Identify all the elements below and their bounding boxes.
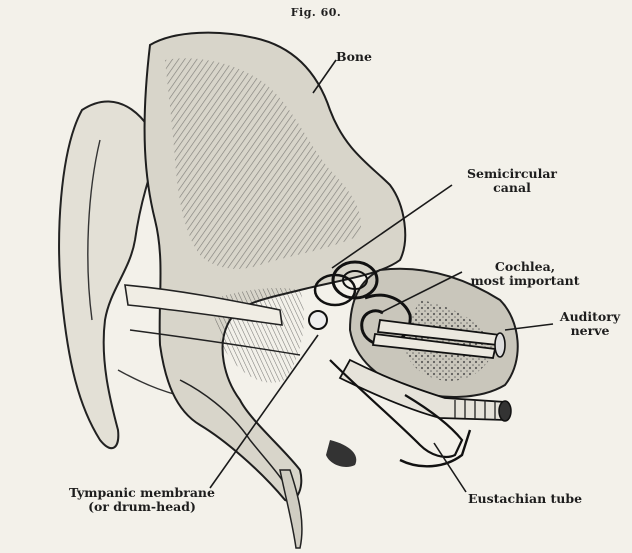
label-cochlea-line1: Cochlea,: [460, 260, 590, 274]
bone-leader-line: [313, 60, 336, 93]
label-auditory-line1: Auditory: [553, 310, 627, 324]
label-cochlea: Cochlea, most important: [460, 260, 590, 288]
label-tympanic-line2: (or drum-head): [22, 500, 262, 514]
temporal-bone-shape: [145, 33, 406, 501]
label-semicircular-line2: canal: [452, 181, 572, 195]
label-auditory-line2: nerve: [553, 324, 627, 338]
label-cochlea-line2: most important: [460, 274, 590, 288]
label-semicircular-canal: Semicircular canal: [452, 167, 572, 195]
label-auditory-nerve: Auditory nerve: [553, 310, 627, 338]
label-semicircular-line1: Semicircular: [452, 167, 572, 181]
label-tympanic-line1: Tympanic membrane: [22, 486, 262, 500]
label-eustachian-tube: Eustachian tube: [468, 492, 582, 506]
eustachian-leader-line: [434, 443, 466, 492]
label-tympanic-membrane: Tympanic membrane (or drum-head): [22, 486, 262, 514]
label-bone: Bone: [336, 50, 372, 64]
lower-bone-shape: [280, 440, 356, 548]
